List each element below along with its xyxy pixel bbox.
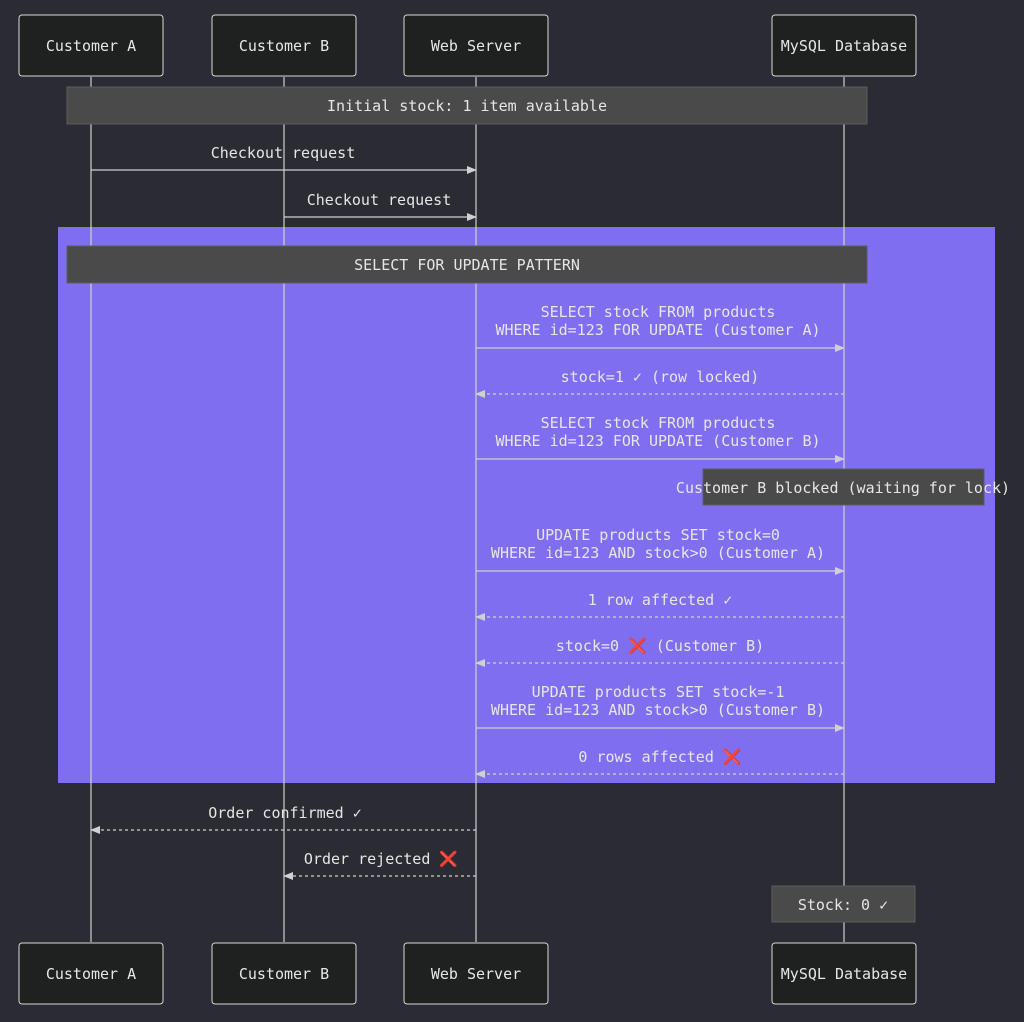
note-customer-b-blocked: Customer B blocked (waiting for lock) (676, 468, 1010, 506)
message-12: Order rejected ❌ (283, 850, 476, 880)
message-5: SELECT stock FROM products WHERE id=123 … (476, 414, 845, 463)
note-select-for-update-pattern: SELECT FOR UPDATE PATTERN (66, 245, 868, 284)
actor-label: MySQL Database (781, 37, 907, 55)
actor-web-server-bottom: Web Server (403, 942, 549, 1005)
message-label: Checkout request (307, 191, 452, 209)
actor-label: Customer B (239, 965, 329, 983)
actor-label: Customer A (46, 965, 136, 983)
note-initial-stock: Initial stock: 1 item available (66, 86, 868, 125)
message-8: stock=0 ❌ (Customer B) (475, 637, 844, 667)
message-2: Checkout request (284, 191, 477, 221)
note-text: Customer B blocked (waiting for lock) (676, 479, 1010, 497)
note-final-stock: Stock: 0 ✓ (771, 885, 916, 923)
message-label: SELECT stock FROM products (541, 414, 776, 432)
lifelines (90, 77, 845, 942)
message-label: Order rejected ❌ (304, 850, 458, 868)
actor-mysql-database-bottom: MySQL Database (771, 942, 917, 1005)
message-label: WHERE id=123 AND stock>0 (Customer A) (491, 544, 825, 562)
note-text: SELECT FOR UPDATE PATTERN (354, 256, 580, 274)
actor-label: MySQL Database (781, 965, 907, 983)
actor-customer-b-bottom: Customer B (211, 942, 357, 1005)
actor-web-server-top: Web Server (403, 14, 549, 77)
actor-label: Web Server (431, 37, 521, 55)
message-label: UPDATE products SET stock=-1 (532, 683, 785, 701)
message-1: Checkout request (91, 144, 477, 174)
actor-label: Web Server (431, 965, 521, 983)
actor-label: Customer B (239, 37, 329, 55)
message-label: WHERE id=123 FOR UPDATE (Customer A) (495, 321, 820, 339)
actor-label: Customer A (46, 37, 136, 55)
actor-customer-b-top: Customer B (211, 14, 357, 77)
message-label: Order confirmed ✓ (208, 804, 362, 822)
message-label: Checkout request (211, 144, 356, 162)
message-label: 1 row affected ✓ (588, 591, 733, 609)
message-3: SELECT stock FROM products WHERE id=123 … (476, 303, 845, 352)
message-label: stock=1 ✓ (row locked) (561, 368, 760, 386)
message-4: stock=1 ✓ (row locked) (475, 368, 844, 398)
message-7: 1 row affected ✓ (475, 591, 844, 621)
actor-customer-a-bottom: Customer A (18, 942, 164, 1005)
message-6: UPDATE products SET stock=0 WHERE id=123… (476, 526, 845, 575)
note-text: Initial stock: 1 item available (327, 97, 607, 115)
message-label: stock=0 ❌ (Customer B) (556, 637, 764, 655)
actor-mysql-database-top: MySQL Database (771, 14, 917, 77)
message-9: UPDATE products SET stock=-1 WHERE id=12… (476, 683, 845, 732)
actor-customer-a-top: Customer A (18, 14, 164, 77)
note-text: Stock: 0 ✓ (798, 896, 888, 914)
message-label: UPDATE products SET stock=0 (536, 526, 780, 544)
message-label: WHERE id=123 FOR UPDATE (Customer B) (495, 432, 820, 450)
message-10: 0 rows affected ❌ (475, 748, 844, 778)
message-label: SELECT stock FROM products (541, 303, 776, 321)
message-label: 0 rows affected ❌ (578, 748, 741, 766)
message-11: Order confirmed ✓ (90, 804, 476, 834)
message-label: WHERE id=123 AND stock>0 (Customer B) (491, 701, 825, 719)
